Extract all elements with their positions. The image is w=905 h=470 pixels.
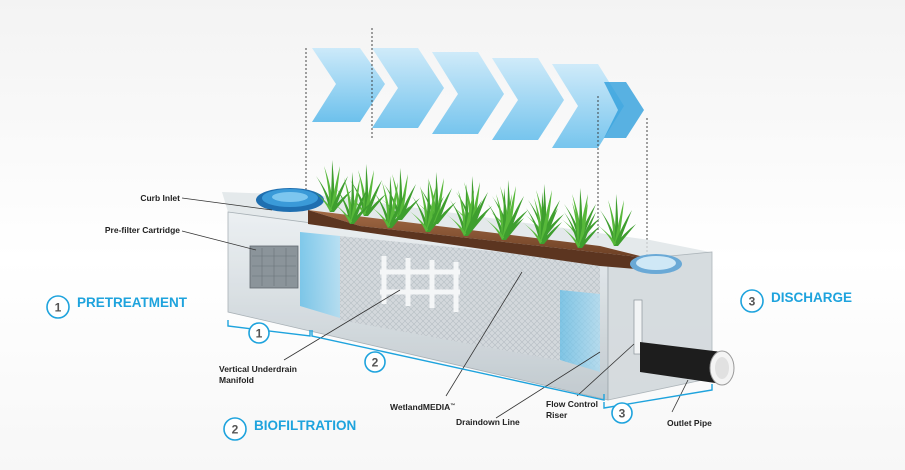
svg-text:DISCHARGE: DISCHARGE: [771, 290, 852, 305]
callout-outlet-pipe: Outlet Pipe: [667, 418, 712, 428]
plant-tuft: [408, 180, 448, 232]
svg-text:1: 1: [256, 327, 263, 341]
plant-tuft: [446, 184, 486, 236]
flow-arrow-box: [312, 48, 385, 122]
guide-lines: [305, 28, 648, 258]
flow-chevron: [372, 48, 444, 128]
plant-tuft: [370, 176, 410, 228]
svg-text:1: 1: [55, 301, 62, 315]
callout-underdrain-1: Vertical Underdrain: [219, 364, 297, 374]
flow-arrows: [312, 48, 644, 148]
callout-curb-inlet: Curb Inlet: [140, 193, 180, 203]
plant-tuft: [522, 192, 562, 244]
plant-tuft: [560, 196, 600, 248]
bracket-number-2: 2: [364, 351, 386, 373]
callout-flow-control-1: Flow Control: [546, 399, 598, 409]
curb-inlet-grate: [256, 188, 324, 212]
stage-label-pretreatment: 1 PRETREATMENT: [46, 295, 188, 319]
bracket-number-1: 1: [248, 322, 270, 344]
bracket-number-3: 3: [611, 402, 633, 424]
underdrain-manifold: [380, 256, 460, 312]
svg-text:2: 2: [232, 423, 239, 437]
callout-underdrain-2: Manifold: [219, 375, 254, 385]
svg-text:3: 3: [749, 295, 756, 309]
outlet-pipe: [640, 342, 735, 386]
flow-chevron: [432, 52, 504, 134]
vault: [222, 188, 735, 401]
plant-tuft: [484, 188, 524, 240]
plants: [312, 160, 636, 248]
svg-text:3: 3: [619, 407, 626, 421]
svg-text:BIOFILTRATION: BIOFILTRATION: [254, 418, 356, 433]
callout-draindown: Draindown Line: [456, 417, 520, 427]
callout-flow-control-2: Riser: [546, 410, 568, 420]
plant-tuft: [332, 172, 372, 224]
plant-tuft: [312, 160, 352, 212]
stage-label-biofiltration: 2 BIOFILTRATION: [223, 417, 356, 441]
leader-lines: [181, 197, 689, 419]
svg-text:2: 2: [372, 356, 379, 370]
flow-control-riser: [633, 299, 643, 355]
flow-chevron: [492, 58, 564, 140]
svg-text:PRETREATMENT: PRETREATMENT: [77, 295, 188, 310]
callout-prefilter: Pre-filter Cartridge: [105, 225, 180, 235]
flow-arrow-head: [604, 82, 644, 138]
discharge-grate: [630, 254, 682, 274]
callout-wetlandmedia: WetlandMEDIA™: [390, 402, 455, 412]
plant-tuft: [596, 194, 636, 246]
stage-label-discharge: 3 DISCHARGE: [740, 289, 852, 313]
